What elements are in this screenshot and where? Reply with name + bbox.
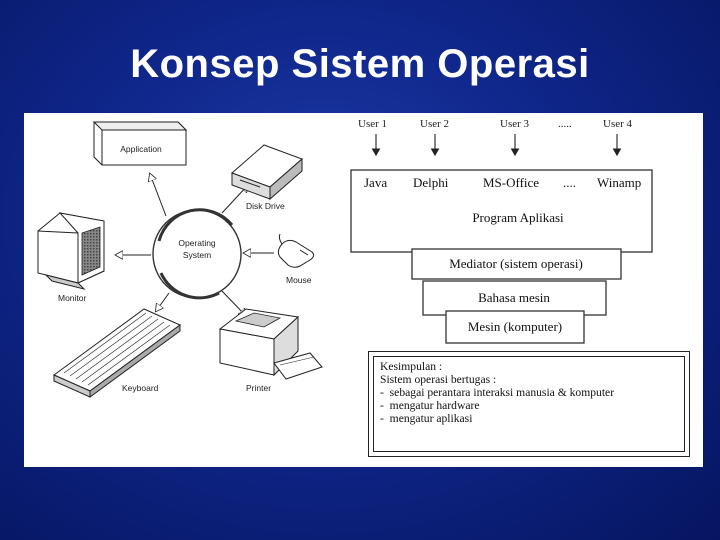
disk-drive-label: Disk Drive: [246, 201, 285, 211]
mouse-label: Mouse: [286, 275, 312, 285]
conclusion-bullet: -: [380, 412, 384, 425]
user-3-label: User 3: [500, 118, 530, 130]
conclusion-intro: Sistem operasi bertugas :: [380, 373, 497, 386]
printer-icon: Printer: [218, 308, 323, 393]
user-dots-label: .....: [558, 118, 572, 130]
mediator-box: [411, 248, 622, 280]
mesin-label: Mesin (komputer): [468, 319, 562, 334]
app-msoffice: MS-Office: [483, 175, 539, 190]
conclusion-heading: Kesimpulan :: [380, 360, 443, 373]
keyboard-icon: Keyboard: [53, 308, 181, 398]
app-delphi: Delphi: [413, 175, 449, 190]
slide-title: Konsep Sistem Operasi: [130, 42, 590, 86]
bahasa-mesin-label: Bahasa mesin: [478, 290, 550, 305]
conclusion-item: - mengatur hardware: [380, 399, 678, 412]
os-label-2: System: [183, 250, 211, 260]
conclusion-content: Kesimpulan : Sistem operasi bertugas : -…: [373, 356, 685, 452]
conclusion-item-text: mengatur aplikasi: [389, 412, 473, 425]
app-row: Java Delphi MS-Office .... Winamp: [364, 175, 641, 190]
mesin-box: [445, 310, 585, 344]
mouse-icon: Mouse: [277, 233, 315, 285]
conclusion-item-text: mengatur hardware: [389, 399, 480, 412]
mediator-label: Mediator (sistem operasi): [449, 256, 583, 271]
os-diagram: Operating System Application Disk Drive: [37, 118, 653, 398]
program-aplikasi-label: Program Aplikasi: [472, 210, 564, 225]
conclusion-item-text: sebagai perantara interaksi manusia & ko…: [389, 386, 615, 399]
os-circle: Operating System: [152, 208, 242, 300]
keyboard-label: Keyboard: [122, 383, 159, 393]
conclusion-item: - sebagai perantara interaksi manusia & …: [380, 386, 678, 399]
diagram-panel: Operating System Application Disk Drive: [24, 113, 703, 467]
monitor-label: Monitor: [58, 293, 87, 303]
user-2-label: User 2: [420, 118, 449, 130]
app-dots: ....: [563, 175, 576, 190]
app-winamp: Winamp: [597, 175, 641, 190]
application-label: Application: [120, 144, 162, 154]
application-icon: Application: [92, 121, 188, 166]
user-row: User 1 User 2 User 3 ..... User 4: [358, 118, 633, 130]
monitor-icon: Monitor: [37, 212, 105, 303]
printer-label: Printer: [246, 383, 271, 393]
device-arrows: [116, 174, 274, 316]
program-aplikasi-box: [350, 169, 653, 253]
user-1-label: User 1: [358, 118, 387, 130]
conclusion-bullet: -: [380, 386, 384, 399]
disk-drive-icon: Disk Drive: [231, 144, 303, 211]
user-4-label: User 4: [603, 118, 633, 130]
conclusion-bullet: -: [380, 399, 384, 412]
app-java: Java: [364, 175, 387, 190]
conclusion-box: Kesimpulan : Sistem operasi bertugas : -…: [368, 351, 690, 457]
user-arrows: [371, 134, 622, 157]
conclusion-item: - mengatur aplikasi: [380, 412, 678, 425]
os-label-1: Operating: [178, 238, 216, 248]
